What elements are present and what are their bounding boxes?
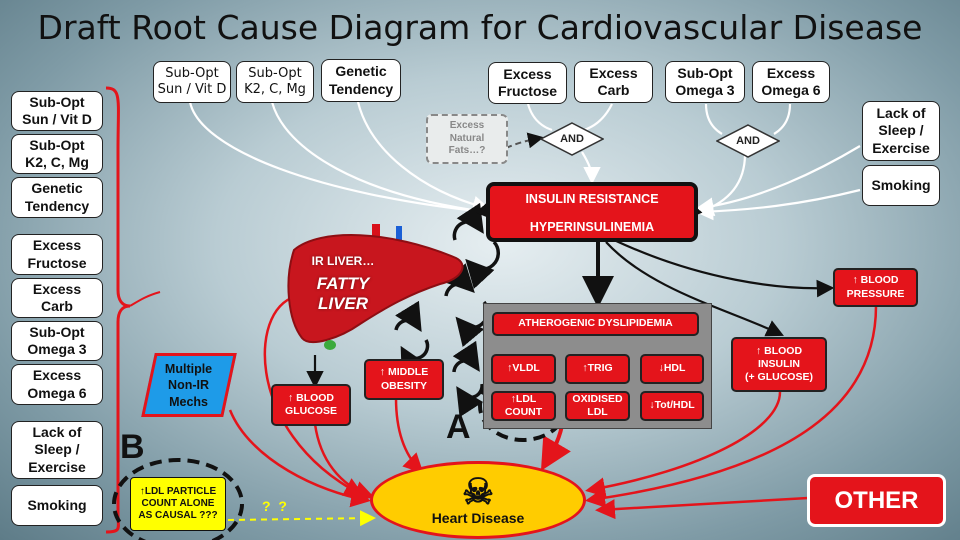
blood-pressure-box: ↑ BLOOD PRESSURE xyxy=(833,268,918,307)
top-sub-opt-k2-c-mg: Sub-Opt K2, C, Mg xyxy=(236,61,314,103)
liver-labels: IR LIVER… FATTY LIVER xyxy=(300,254,386,315)
question-marks: ? ? xyxy=(262,498,287,514)
insulin-resistance-box: INSULIN RESISTANCE HYPERINSULINEMIA xyxy=(486,182,698,242)
top-sub-opt-sun-vitd: Sub-Opt Sun / Vit D xyxy=(153,61,231,103)
top-lack-of-sleep-exercise: Lack of Sleep / Exercise xyxy=(862,101,940,161)
hyperinsulinemia-label: HYPERINSULINEMIA xyxy=(529,220,655,234)
multiple-non-ir-mechs-box: Multiple Non-IR Mechs xyxy=(141,353,237,417)
blood-insulin-box: ↑ BLOOD INSULIN (+ GLUCOSE) xyxy=(731,337,827,392)
top-smoking: Smoking xyxy=(862,165,940,206)
skull-crossbones-icon: ☠ xyxy=(461,471,495,512)
left-lack-of-sleep-exercise: Lack of Sleep / Exercise xyxy=(11,421,103,479)
liver-vein-blue xyxy=(396,226,402,244)
left-sub-opt-k2-c-mg: Sub-Opt K2, C, Mg xyxy=(11,134,103,174)
left-sub-opt-sun-vitd: Sub-Opt Sun / Vit D xyxy=(11,91,103,131)
label-b: B xyxy=(120,428,145,466)
ldl-particle-count-alone-box: ↑LDL PARTICLE COUNT ALONE AS CAUSAL ??? xyxy=(130,477,226,531)
oxidised-ldl-box: OXIDISED LDL xyxy=(565,391,630,421)
liver-illustration xyxy=(287,224,464,350)
ldl-count-box: ↑LDL COUNT xyxy=(491,391,556,421)
multiple-non-ir-mechs-label: Multiple Non-IR Mechs xyxy=(165,361,213,409)
left-excess-omega-6: Excess Omega 6 xyxy=(11,364,103,405)
top-sub-opt-omega-3: Sub-Opt Omega 3 xyxy=(665,61,745,103)
vldl-box: ↑VLDL xyxy=(491,354,556,384)
insulin-resistance-label: INSULIN RESISTANCE xyxy=(525,192,659,206)
heart-disease-ellipse: ☠ Heart Disease xyxy=(370,461,586,539)
left-excess-fructose: Excess Fructose xyxy=(11,234,103,275)
tot-hdl-box: ↓Tot/HDL xyxy=(640,391,704,421)
liver-shape xyxy=(287,234,464,343)
ellipse-b xyxy=(112,458,244,540)
liver-vessel xyxy=(372,224,380,244)
and-label: AND xyxy=(736,135,760,147)
heart-disease-label: Heart Disease xyxy=(431,510,525,526)
left-smoking: Smoking xyxy=(11,485,103,526)
atherogenic-dyslipidemia-header: ATHEROGENIC DYSLIPIDEMIA xyxy=(492,312,699,336)
top-excess-fructose: Excess Fructose xyxy=(488,62,567,104)
left-sub-opt-omega-3: Sub-Opt Omega 3 xyxy=(11,321,103,361)
page-title: Draft Root Cause Diagram for Cardiovascu… xyxy=(37,8,923,47)
top-excess-omega-6: Excess Omega 6 xyxy=(752,61,830,103)
trig-box: ↑TRIG xyxy=(565,354,630,384)
left-genetic-tendency: Genetic Tendency xyxy=(11,177,103,218)
and-diamond-carb: AND xyxy=(540,122,604,156)
hdl-box: ↓HDL xyxy=(640,354,704,384)
ir-liver-label: IR LIVER… xyxy=(311,254,375,268)
and-diamond-omega: AND xyxy=(716,124,780,158)
fatty-liver-label: FATTY LIVER xyxy=(316,274,370,314)
label-a: A xyxy=(446,408,471,446)
left-excess-carb: Excess Carb xyxy=(11,278,103,318)
and-label: AND xyxy=(560,133,584,145)
blood-glucose-box: ↑ BLOOD GLUCOSE xyxy=(271,384,351,426)
top-genetic-tendency: Genetic Tendency xyxy=(321,59,401,102)
top-excess-carb: Excess Carb xyxy=(574,61,653,103)
gallbladder xyxy=(324,340,336,350)
other-box: OTHER xyxy=(807,474,946,527)
excess-natural-fats-box: Excess Natural Fats…? xyxy=(426,114,508,164)
middle-obesity-box: ↑ MIDDLE OBESITY xyxy=(364,359,444,400)
